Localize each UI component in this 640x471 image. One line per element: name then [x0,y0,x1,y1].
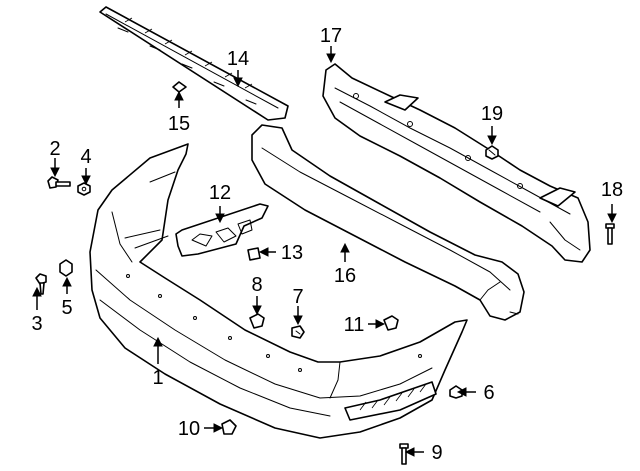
callout-14: 14 [227,48,249,70]
callout-9: 9 [431,442,442,464]
callout-17: 17 [320,25,342,47]
callout-15: 15 [168,113,190,135]
callout-1: 1 [152,367,163,389]
part-12-bracket [175,203,269,257]
callout-12: 12 [209,182,231,204]
part-17-absorber [322,63,591,263]
leader-arrows [32,46,617,457]
callout-4: 4 [80,146,91,168]
part-8-clip [249,313,265,329]
part-19-clip [485,145,499,160]
part-4-nut [77,182,91,196]
callout-13: 13 [281,242,303,264]
part-16-upper-cover [251,124,525,321]
part-1-bumper-cover [89,143,468,439]
callout-7: 7 [292,286,303,308]
part-6-nut [449,385,463,399]
part-9-bolt [399,443,409,465]
part-10-clip [221,419,237,435]
part-14-strip [99,6,289,121]
callout-3: 3 [31,313,42,335]
callout-10: 10 [178,418,200,440]
callout-2: 2 [49,138,60,160]
callout-5: 5 [61,297,72,319]
callout-6: 6 [483,382,494,404]
part-18-bolt [605,223,615,245]
part-2-bolt [47,176,71,189]
callout-11: 11 [344,314,365,336]
part-13-pad [247,247,261,261]
callout-8: 8 [251,274,262,296]
callout-16: 16 [334,265,356,287]
part-3-screw [35,273,47,295]
callout-18: 18 [601,179,623,201]
callout-19: 19 [481,103,503,125]
part-7-clip [291,325,305,339]
part-5-nut [59,259,73,277]
callouts: 1 2 3 4 5 6 7 8 9 10 11 12 13 14 15 16 1… [31,25,623,464]
part-15-clip [172,81,187,93]
part-11-clip [383,315,399,331]
